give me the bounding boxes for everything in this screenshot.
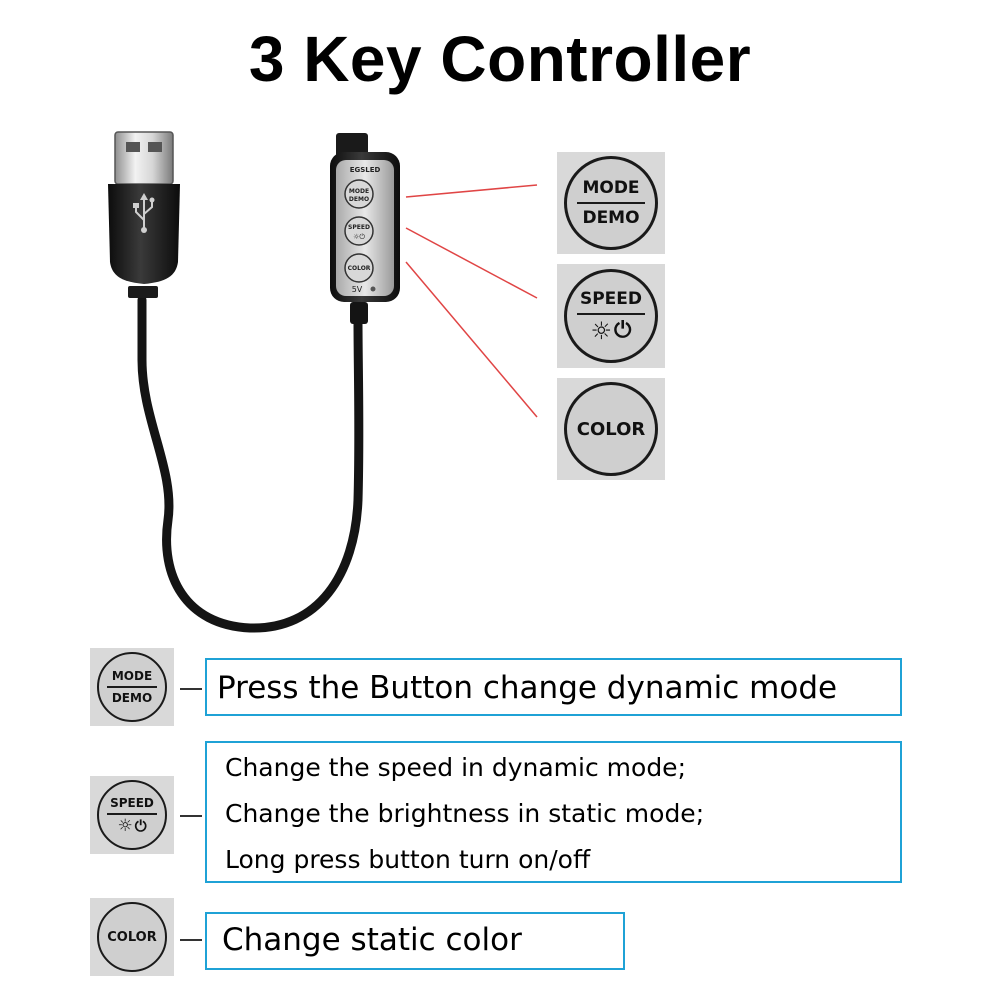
- svg-text:☼⏻: ☼⏻: [353, 233, 365, 241]
- usb-plug: [108, 131, 180, 298]
- pointer-line-mode: [405, 184, 538, 198]
- desc-speed-line-1: Change the speed in dynamic mode;: [225, 753, 686, 782]
- legend-color-label: COLOR: [107, 929, 157, 945]
- legend-color-button: COLOR: [97, 902, 167, 972]
- desc-speed-line-2: Change the brightness in static mode;: [225, 799, 705, 828]
- key-mode-bottom: DEMO: [582, 208, 640, 228]
- legend-key-mode: MODE DEMO: [90, 648, 174, 726]
- page-title: 3 Key Controller: [248, 23, 752, 95]
- legend-mode-demo-button: MODE DEMO: [97, 652, 167, 722]
- pointer-line-speed: [405, 227, 538, 299]
- legend-key-speed: SPEED ☼ ⏻: [90, 776, 174, 854]
- key-tile-color: COLOR: [557, 378, 665, 480]
- desc-box-mode: Press the Button change dynamic mode: [205, 658, 902, 716]
- legend-sun-icon: ☼: [117, 815, 133, 836]
- inline-controller: EGSLED MODE DEMO SPEED ☼⏻ COLOR 5V: [330, 133, 400, 324]
- speed-button: SPEED ☼ ⏻: [564, 269, 658, 363]
- legend-speed-button: SPEED ☼ ⏻: [97, 780, 167, 850]
- usb-icon: [133, 193, 155, 233]
- key-tile-speed: SPEED ☼ ⏻: [557, 264, 665, 368]
- controller-btn-color: COLOR: [348, 265, 371, 272]
- sun-icon: ☼: [590, 317, 613, 345]
- color-button: COLOR: [564, 382, 658, 476]
- legend-connector-color: [180, 939, 202, 941]
- key-color-label: COLOR: [576, 418, 646, 440]
- legend-mode-top: MODE: [111, 669, 153, 683]
- legend-connector-mode: [180, 688, 202, 690]
- key-tile-mode: MODE DEMO: [557, 152, 665, 254]
- cable: [137, 295, 364, 633]
- key-speed-top: SPEED: [579, 289, 643, 309]
- mode-demo-button: MODE DEMO: [564, 156, 658, 250]
- controller-btn-speed: SPEED: [348, 224, 370, 231]
- controller-btn-mode-top: MODE: [349, 188, 369, 195]
- desc-box-speed: Change the speed in dynamic mode; Change…: [205, 741, 902, 883]
- desc-box-color: Change static color: [205, 912, 625, 970]
- legend-speed-top: SPEED: [110, 795, 154, 810]
- desc-speed-line-3: Long press button turn on/off: [225, 845, 591, 874]
- desc-mode: Press the Button change dynamic mode: [217, 670, 838, 706]
- controller-voltage: 5V: [352, 285, 363, 294]
- desc-color: Change static color: [222, 922, 522, 958]
- legend-connector-speed: [180, 815, 202, 817]
- controller-brand: EGSLED: [350, 166, 381, 174]
- controller-btn-mode-bottom: DEMO: [349, 196, 369, 203]
- legend-key-color: COLOR: [90, 898, 174, 976]
- pointer-line-color: [405, 261, 538, 418]
- legend-mode-bottom: DEMO: [111, 691, 153, 705]
- legend-power-icon: ⏻: [134, 816, 147, 835]
- key-mode-top: MODE: [582, 178, 640, 198]
- power-icon: ⏻: [614, 318, 632, 343]
